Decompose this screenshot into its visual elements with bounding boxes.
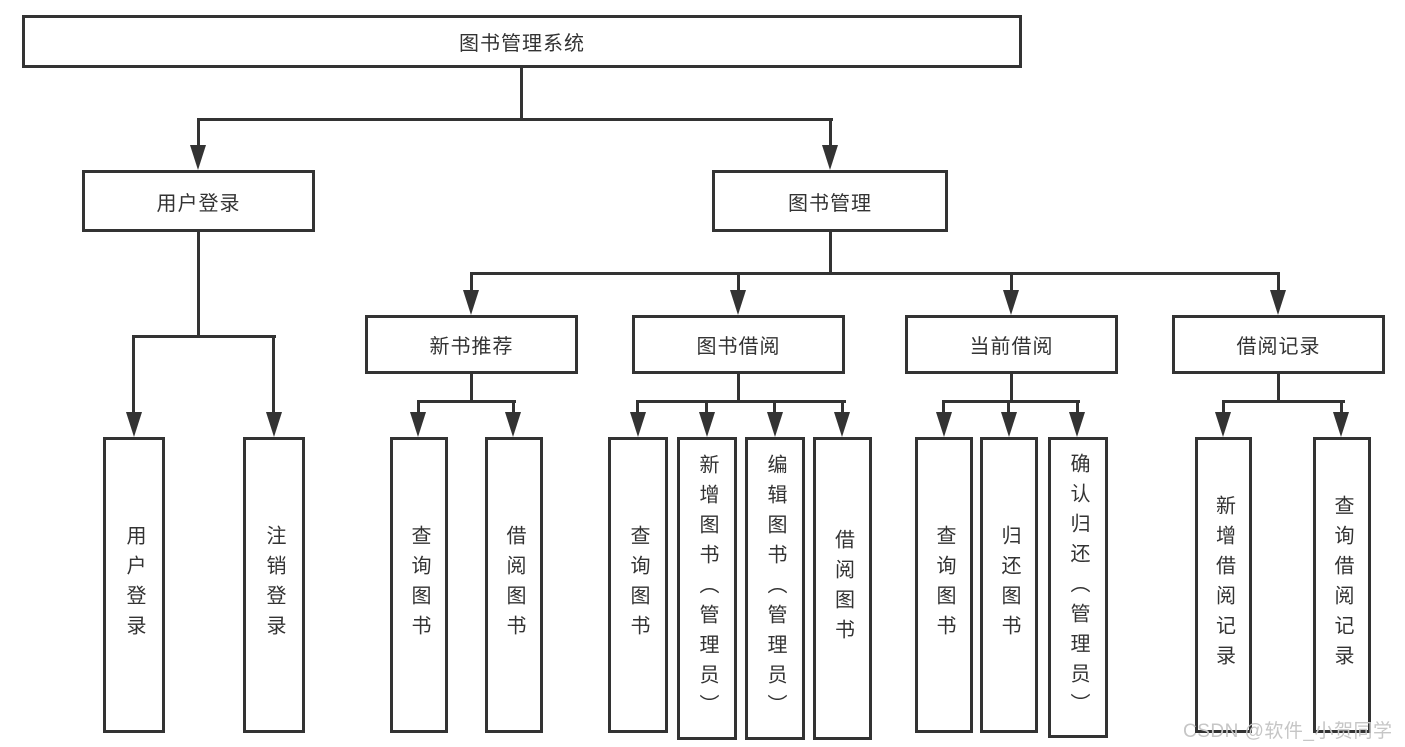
connector-line xyxy=(520,68,523,121)
connector-line xyxy=(1222,400,1345,403)
arrow-down-icon xyxy=(1003,290,1019,315)
leaf-add-books-admin: 新增图书（管理员） xyxy=(677,437,737,740)
arrow-down-icon xyxy=(730,290,746,315)
node-book-management: 图书管理 xyxy=(712,170,948,232)
arrow-down-icon xyxy=(767,412,783,437)
connector-line xyxy=(512,403,515,414)
node-user-login: 用户登录 xyxy=(82,170,315,232)
connector-line xyxy=(829,121,832,147)
arrow-down-icon xyxy=(1270,290,1286,315)
arrow-down-icon xyxy=(266,412,282,437)
connector-line xyxy=(1277,275,1280,292)
arrow-down-icon xyxy=(834,412,850,437)
connector-line xyxy=(841,403,844,414)
connector-line xyxy=(1340,403,1343,414)
arrow-down-icon xyxy=(505,412,521,437)
connector-line xyxy=(942,400,1080,403)
connector-line xyxy=(737,275,740,292)
connector-line xyxy=(1010,374,1013,403)
connector-line xyxy=(470,275,473,292)
connector-line xyxy=(737,374,740,403)
arrow-down-icon xyxy=(1001,412,1017,437)
connector-line xyxy=(942,403,945,414)
connector-line xyxy=(197,118,833,121)
connector-line xyxy=(197,121,200,147)
leaf-confirm-return-admin: 确认归还（管理员） xyxy=(1048,437,1108,738)
arrow-down-icon xyxy=(463,290,479,315)
connector-line xyxy=(132,335,276,338)
node-root-system: 图书管理系统 xyxy=(22,15,1022,68)
leaf-add-borrow-record: 新增借阅记录 xyxy=(1195,437,1252,733)
node-borrow-records: 借阅记录 xyxy=(1172,315,1385,374)
arrow-down-icon xyxy=(936,412,952,437)
connector-line xyxy=(470,374,473,403)
connector-line xyxy=(705,403,708,414)
connector-line xyxy=(1277,374,1280,403)
arrow-down-icon xyxy=(126,412,142,437)
arrow-down-icon xyxy=(630,412,646,437)
arrow-down-icon xyxy=(822,145,838,170)
leaf-edit-books-admin: 编辑图书（管理员） xyxy=(745,437,805,740)
connector-line xyxy=(636,400,846,403)
connector-line xyxy=(272,338,275,414)
connector-line xyxy=(1007,403,1010,414)
leaf-query-books-borrowing: 查询图书 xyxy=(608,437,668,733)
arrow-down-icon xyxy=(190,145,206,170)
connector-line xyxy=(132,338,135,414)
connector-line xyxy=(829,232,832,275)
leaf-borrow-books-recommend: 借阅图书 xyxy=(485,437,543,733)
node-current-borrowing: 当前借阅 xyxy=(905,315,1118,374)
connector-line xyxy=(1076,403,1079,414)
csdn-watermark: CSDN @软件_小贺同学 xyxy=(1183,721,1393,742)
leaf-query-borrow-record: 查询借阅记录 xyxy=(1313,437,1371,733)
leaf-query-books-recommend: 查询图书 xyxy=(390,437,448,733)
leaf-logout: 注销登录 xyxy=(243,437,305,733)
arrow-down-icon xyxy=(699,412,715,437)
leaf-return-books: 归还图书 xyxy=(980,437,1038,733)
arrow-down-icon xyxy=(1215,412,1231,437)
connector-line xyxy=(470,272,1280,275)
connector-line xyxy=(417,400,516,403)
arrow-down-icon xyxy=(410,412,426,437)
connector-line xyxy=(197,232,200,338)
node-book-borrowing: 图书借阅 xyxy=(632,315,845,374)
leaf-query-books-current: 查询图书 xyxy=(915,437,973,733)
connector-line xyxy=(773,403,776,414)
connector-line xyxy=(1010,275,1013,292)
arrow-down-icon xyxy=(1333,412,1349,437)
node-new-book-recommend: 新书推荐 xyxy=(365,315,578,374)
connector-line xyxy=(636,403,639,414)
connector-line xyxy=(417,403,420,414)
leaf-user-login: 用户登录 xyxy=(103,437,165,733)
leaf-borrow-books-borrowing: 借阅图书 xyxy=(813,437,872,740)
arrow-down-icon xyxy=(1069,412,1085,437)
connector-line xyxy=(1222,403,1225,414)
